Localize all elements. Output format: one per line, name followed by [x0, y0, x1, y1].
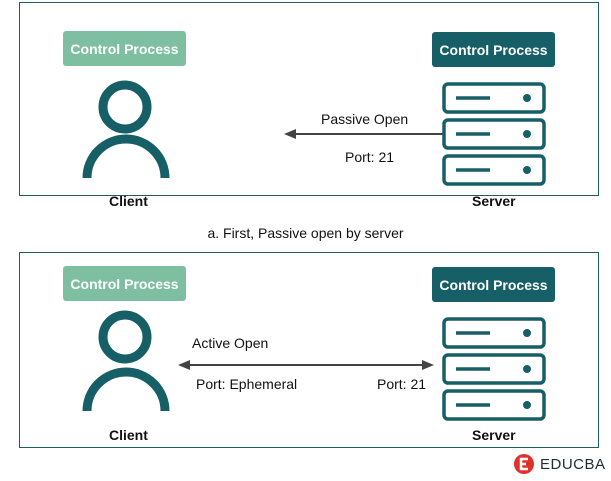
educba-logo-text: EDUCBA [540, 455, 606, 473]
port-21-label: Port: 21 [377, 376, 427, 392]
active-open-arrow [178, 360, 434, 370]
client-person-icon [82, 310, 170, 412]
educba-logo-icon [514, 454, 534, 474]
client-label: Client [109, 193, 148, 209]
port-21-label: Port: 21 [345, 149, 395, 165]
educba-logo: EDUCBA [513, 452, 606, 476]
port-ephemeral-label: Port: Ephemeral [196, 376, 298, 392]
passive-open-label: Passive Open [321, 111, 409, 127]
server-control-process-box: Control Process [432, 267, 555, 302]
caption-passive-open: a. First, Passive open by server [207, 225, 404, 241]
client-label: Client [109, 427, 148, 443]
client-control-process-box: Control Process [63, 31, 186, 66]
panel-passive-open: Control Process Control Process Passive … [19, 2, 599, 209]
client-person-icon [82, 80, 170, 179]
panel-active-open: Control Process Control Process Active O… [19, 252, 599, 448]
server-stack-icon [442, 82, 546, 186]
server-control-process-box: Control Process [432, 32, 555, 67]
server-stack-icon [442, 317, 546, 421]
server-label: Server [472, 427, 516, 443]
server-label: Server [472, 193, 516, 209]
active-open-label: Active Open [192, 335, 269, 351]
client-control-process-box: Control Process [63, 266, 186, 301]
passive-open-arrow [284, 129, 443, 139]
